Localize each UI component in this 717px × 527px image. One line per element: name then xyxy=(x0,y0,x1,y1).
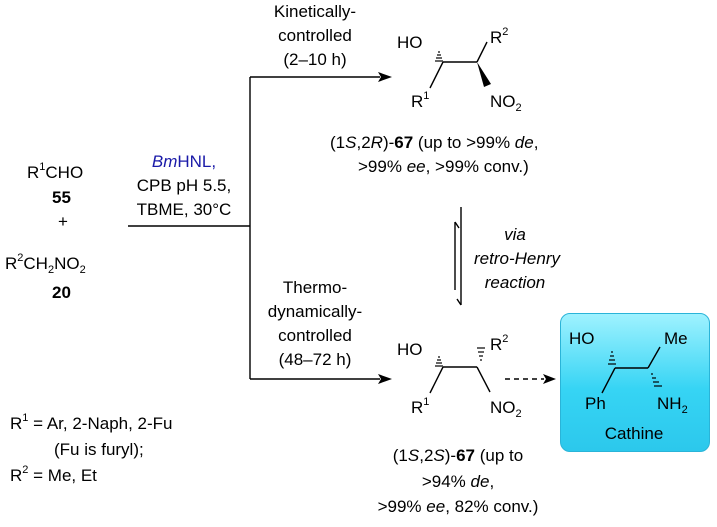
thermo-label-1: Thermo- xyxy=(282,278,348,297)
nitroalkane-number: 20 xyxy=(52,283,71,302)
bottom-ho-label: HO xyxy=(397,340,423,359)
legend-furyl-note: (Fu is furyl); xyxy=(54,440,144,459)
top-product-caption-2: >99% ee, >99% conv.) xyxy=(358,157,529,176)
bottom-r1-label: R1 xyxy=(411,396,430,418)
legend-r1: R1 = Ar, 2-Naph, 2-Fu xyxy=(10,412,173,434)
cathine-nh2-label: NH2 xyxy=(657,394,688,416)
bottom-product-skeleton xyxy=(429,347,491,394)
top-r1-label: R1 xyxy=(411,90,430,112)
kinetic-label-2: controlled xyxy=(278,26,352,45)
bottom-product-caption-3: >99% ee, 82% conv.) xyxy=(377,497,539,516)
enzyme-label: BmHNL, xyxy=(151,152,217,171)
reaction-label: reaction xyxy=(484,273,546,292)
kinetic-time: (2–10 h) xyxy=(283,50,347,69)
top-no2-label: NO2 xyxy=(490,92,522,114)
thermo-time: (48–72 h) xyxy=(278,350,352,369)
cathine-me-label: Me xyxy=(664,329,688,348)
top-r2-label: R2 xyxy=(490,26,509,48)
top-product-skeleton xyxy=(429,41,491,89)
thermo-label-3: controlled xyxy=(278,326,352,345)
nitroalkane-formula: R2CH2NO2 xyxy=(5,252,86,276)
aldehyde-formula: R1CHO xyxy=(27,161,84,183)
thermo-label-2: dynamically- xyxy=(267,302,363,321)
top-ho-label: HO xyxy=(397,33,423,52)
top-product-caption-1: (1S,2R)-67 (up to >99% de, xyxy=(330,133,539,152)
bottom-r2-label: R2 xyxy=(490,333,509,355)
aldehyde-number: 55 xyxy=(52,188,71,207)
cathine-highlight-box xyxy=(560,313,710,452)
legend-r2: R2 = Me, Et xyxy=(10,464,97,486)
solvent-temp-label: TBME, 30°C xyxy=(136,200,232,219)
bottom-product-caption-1: (1S,2S)-67 (up to xyxy=(392,446,524,465)
buffer-label: CPB pH 5.5, xyxy=(136,176,232,195)
cathine-skeleton xyxy=(601,346,662,394)
cathine-ph-label: Ph xyxy=(585,394,606,413)
plus-sign: + xyxy=(58,212,68,231)
via-label: via xyxy=(504,225,526,244)
cathine-name: Cathine xyxy=(604,424,664,443)
bottom-no2-label: NO2 xyxy=(490,398,522,420)
bottom-product-caption-2: >94% de, xyxy=(421,472,495,491)
kinetic-label-1: Kinetically- xyxy=(273,2,357,21)
cathine-ho-label: HO xyxy=(569,329,595,348)
retro-henry-label: retro-Henry xyxy=(474,249,560,268)
